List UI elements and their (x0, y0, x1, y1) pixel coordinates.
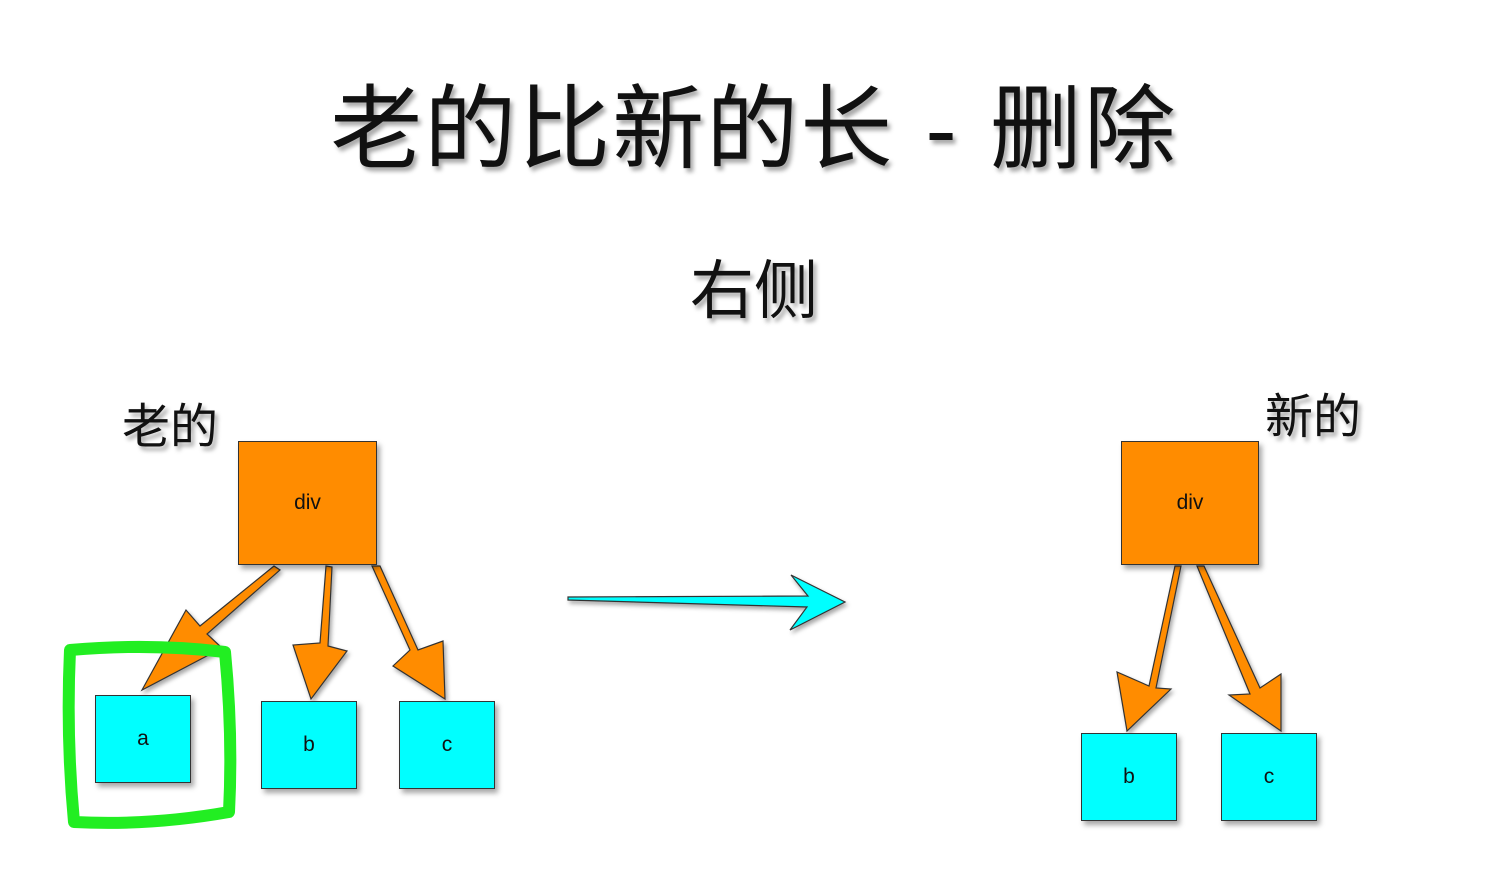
new-tree-label: 新的 (1265, 389, 1362, 445)
old-edge-div-c (371, 565, 446, 701)
new-node-b: b (1081, 733, 1177, 821)
old-node-c: c (399, 701, 495, 789)
old-node-b: b (261, 701, 357, 789)
old-tree-label: 老的 (122, 399, 219, 455)
page-title: 老的比新的长 - 删除 (330, 76, 1178, 183)
new-edge-div-c (1196, 565, 1282, 733)
old-edge-div-b (292, 565, 349, 701)
old-node-a: a (95, 695, 191, 783)
old-node-div: div (238, 441, 377, 565)
old-edge-div-a (140, 565, 281, 692)
transition-arrow (567, 574, 847, 631)
new-edge-div-b (1116, 565, 1182, 733)
new-node-c: c (1221, 733, 1317, 821)
deletion-highlight (62, 640, 237, 829)
page-subtitle: 右侧 (690, 255, 818, 329)
new-node-div: div (1121, 441, 1259, 565)
